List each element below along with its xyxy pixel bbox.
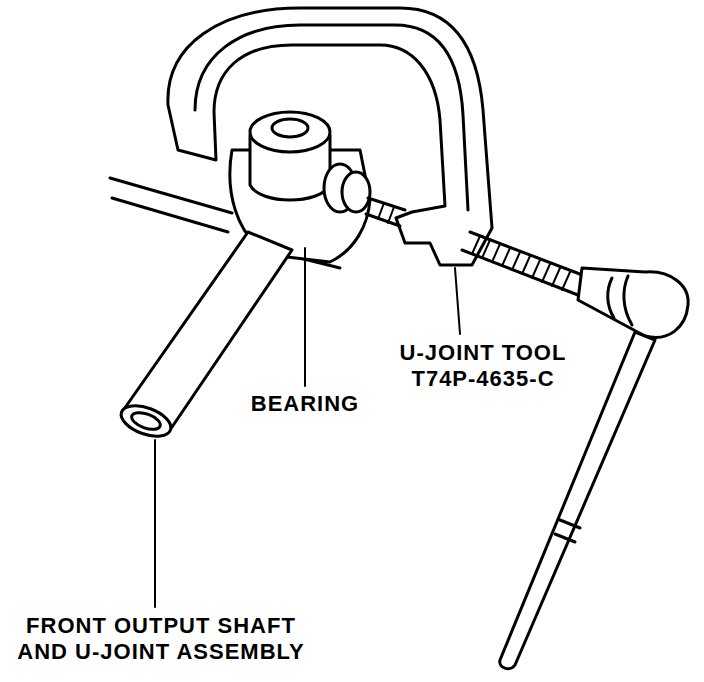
u-joint-tool-frame [168, 8, 492, 265]
screw-shank [366, 198, 405, 226]
part-label: BEARING [239, 391, 371, 417]
shaft-bore [130, 409, 163, 432]
screw [462, 232, 585, 295]
background-line [110, 178, 232, 213]
leader-line [304, 248, 306, 386]
ratchet-detail [608, 276, 632, 325]
leader-line [455, 268, 460, 334]
yoke-boss-top [250, 112, 330, 152]
part-label: U-JOINT TOOL T74P-4635-C [383, 340, 583, 392]
bearing-cup-face [342, 172, 370, 212]
background-line [112, 198, 228, 232]
part-label: FRONT OUTPUT SHAFT AND U-JOINT ASSEMBLY [6, 613, 316, 665]
leader-line [154, 440, 156, 607]
ratchet-head [578, 268, 688, 337]
handle-grip [555, 520, 580, 542]
shaft-end [117, 400, 175, 442]
boss-bore [272, 119, 308, 137]
